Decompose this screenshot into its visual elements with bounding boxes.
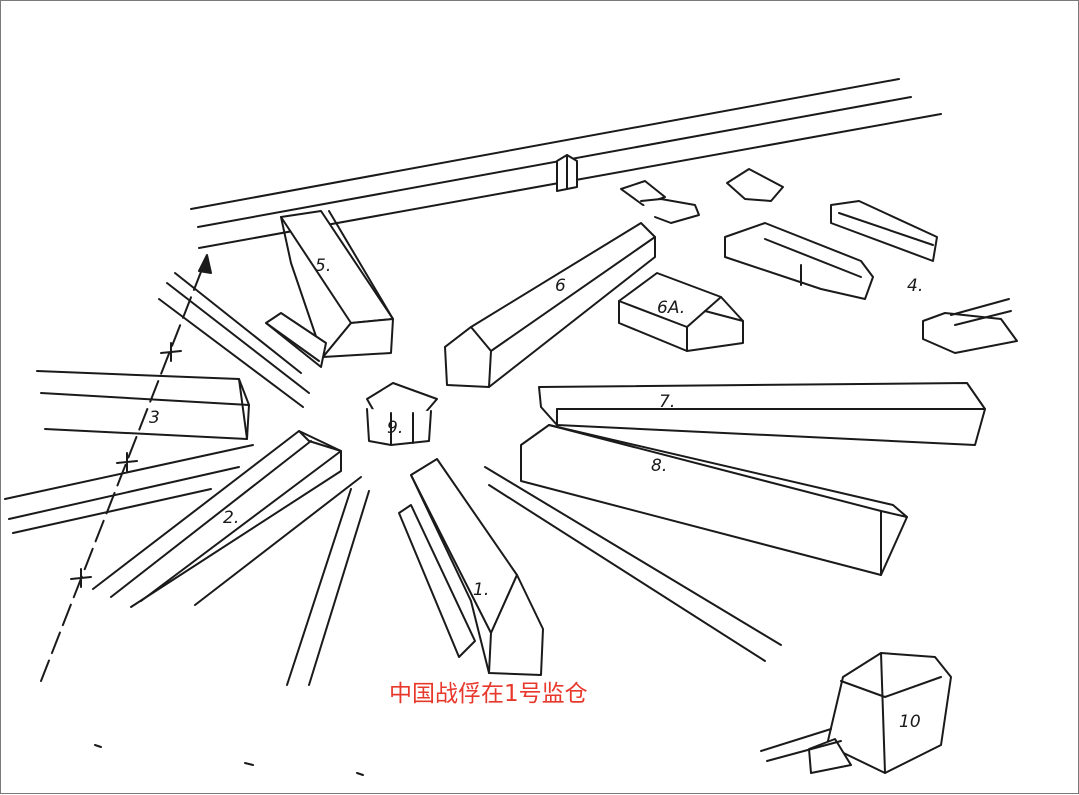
building-7-shape <box>538 382 986 446</box>
building-3-shape <box>36 370 250 440</box>
ground-marks <box>94 744 364 776</box>
label-building-2: 2. <box>223 508 239 528</box>
road-south-left <box>194 476 370 686</box>
label-building-1: 1. <box>473 580 489 600</box>
building-8-shape <box>520 424 908 576</box>
road-se <box>484 466 782 662</box>
gate-post <box>556 154 578 192</box>
building-10-shape <box>760 652 952 774</box>
label-building-3: 3 <box>149 408 160 428</box>
building-4-annex <box>724 200 938 300</box>
building-far-right <box>922 298 1018 354</box>
label-building-9: 9. <box>387 418 403 438</box>
building-5-shape <box>265 210 394 368</box>
label-building-6a: 6A. <box>657 298 685 318</box>
building-labels: 1. 2. 3 4. 5. 6 6A. 7. 8. 9. 10 <box>149 256 923 732</box>
label-building-4: 4. <box>907 276 923 296</box>
caption: 中国战俘在1号监仓 <box>389 681 588 707</box>
building-9-shape <box>366 382 438 446</box>
label-building-5: 5. <box>315 256 331 276</box>
building-2-shape <box>92 430 342 608</box>
building-1-shape <box>398 458 544 676</box>
label-building-7: 7. <box>659 392 675 412</box>
small-houses <box>620 168 784 224</box>
building-6-shape <box>444 222 656 388</box>
label-building-10: 10 <box>899 712 921 732</box>
road-sw <box>4 444 254 534</box>
dashed-route <box>40 254 212 682</box>
building-6a-shape <box>618 272 744 352</box>
label-building-6: 6 <box>555 276 566 296</box>
label-building-8: 8. <box>651 456 667 476</box>
